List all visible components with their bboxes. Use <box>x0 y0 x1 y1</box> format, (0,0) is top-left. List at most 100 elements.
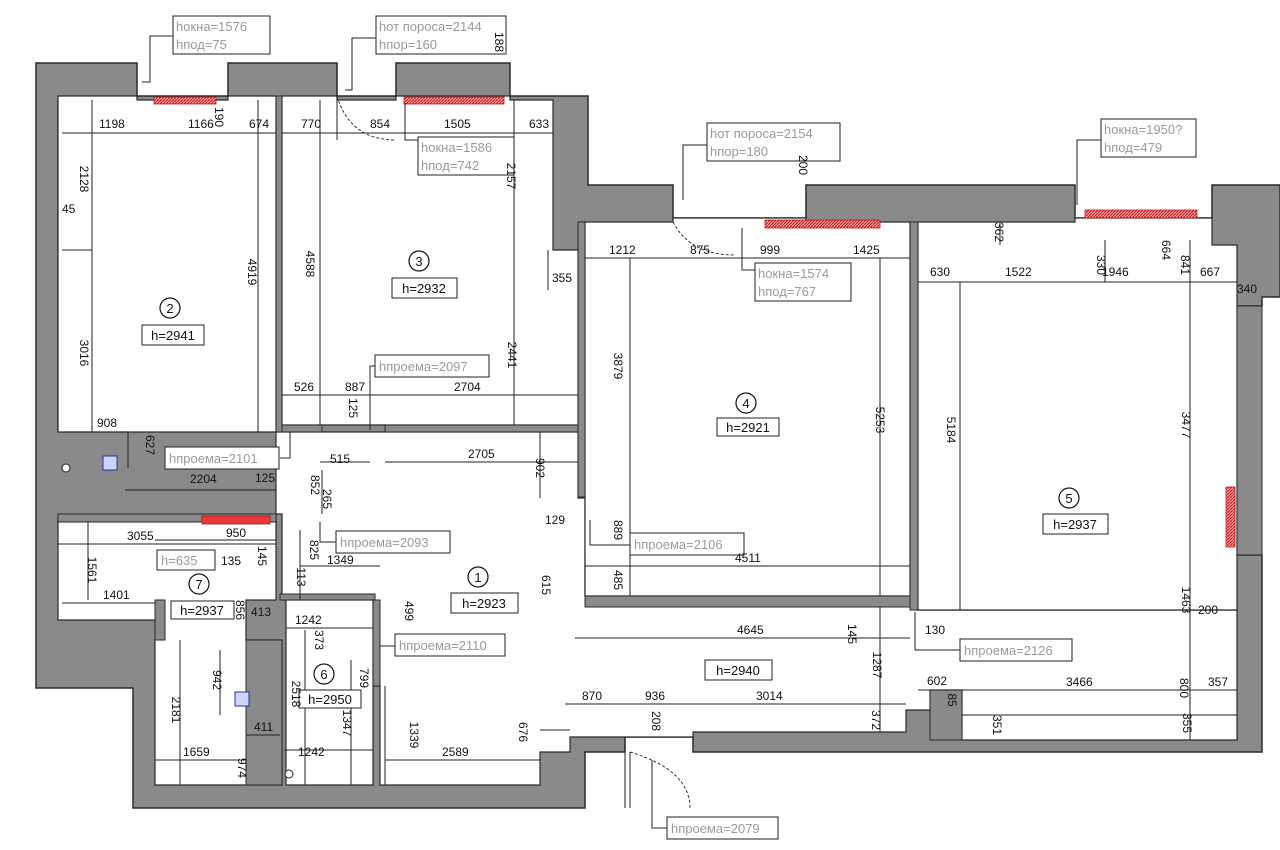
dimension-label: 372 <box>869 710 883 730</box>
dimension-label: 3016 <box>77 340 91 367</box>
radiator-room5-side <box>1225 486 1236 548</box>
dimension-label: 799 <box>357 668 371 688</box>
dimension-label: 125 <box>346 398 360 418</box>
room-number: 5 <box>1065 491 1072 506</box>
dimension-label: 1522 <box>1005 265 1032 279</box>
dimension-label: 3879 <box>611 353 625 380</box>
dimension-label: 1425 <box>853 243 880 257</box>
room-number: 7 <box>195 577 202 592</box>
room-height: h=2937 <box>180 603 224 618</box>
radiator-room4 <box>764 219 881 229</box>
opening-height: hпроема=2106 <box>634 537 723 552</box>
dimension-label: 1463 <box>1179 587 1193 614</box>
dimension-label: 1659 <box>183 745 210 759</box>
dimension-label: 1946 <box>1102 265 1129 279</box>
dimension-label: 602 <box>927 674 947 688</box>
room-number: 1 <box>474 570 481 585</box>
dimension-label: 499 <box>402 601 416 621</box>
dimension-label: 974 <box>235 758 249 778</box>
dimension-label: 2589 <box>442 745 469 759</box>
dimension-label: 2181 <box>169 697 183 724</box>
dimension-label: 854 <box>370 117 390 131</box>
sill-height: hпод=75 <box>176 37 227 52</box>
dimension-label: 145 <box>845 624 859 644</box>
dimension-label: 4588 <box>303 251 317 278</box>
dimension-label: 664 <box>1159 240 1173 260</box>
partitions <box>57 95 1263 786</box>
dimension-label: 2705 <box>468 447 495 461</box>
dimension-label: 856 <box>233 600 247 620</box>
door-height: hот пороса=2154 <box>710 126 813 141</box>
dimension-label: 633 <box>529 117 549 131</box>
dimension-label: 351 <box>990 715 1004 735</box>
dimension-label: 3466 <box>1066 675 1093 689</box>
dimension-label: 1401 <box>103 588 130 602</box>
opening-height: hпроема=2126 <box>964 643 1053 658</box>
dimension-label: 676 <box>516 722 530 742</box>
dimension-label: 1561 <box>85 557 99 584</box>
dimension-label: 515 <box>330 452 350 466</box>
dimension-label: 265 <box>320 489 334 509</box>
dimension-label: 1339 <box>407 722 421 749</box>
dimension-label: 1505 <box>444 117 471 131</box>
dimension-label: 330 <box>1094 255 1108 275</box>
window-height: hокна=1576 <box>176 19 247 34</box>
dimension-label: 413 <box>251 605 271 619</box>
dimension-label: 667 <box>1200 265 1220 279</box>
room-height: h=2923 <box>462 596 506 611</box>
drain-icon <box>61 463 71 473</box>
dimension-label: 200 <box>796 155 810 175</box>
dimension-label: 889 <box>611 520 625 540</box>
dimension-label: 2441 <box>505 342 519 369</box>
room-number: 3 <box>415 254 422 269</box>
dimension-label: 1212 <box>609 243 636 257</box>
room-height: h=2941 <box>151 328 195 343</box>
dimension-label: 411 <box>254 720 273 734</box>
opening-height: hпроема=2101 <box>169 451 258 466</box>
radiators <box>153 96 1236 548</box>
room-height: h=2950 <box>308 692 352 707</box>
dimension-label: 902 <box>533 458 547 478</box>
dimension-label: 113 <box>294 567 308 586</box>
drain-icon <box>284 769 294 779</box>
dimension-label: 485 <box>611 570 625 590</box>
dimension-label: 908 <box>97 416 117 430</box>
dimension-label: 130 <box>925 623 945 637</box>
dimension-label: 942 <box>210 670 224 690</box>
small-height: h=635 <box>161 553 198 568</box>
room-number: 6 <box>320 667 327 682</box>
dimension-label: 373 <box>312 630 326 650</box>
room-height: h=2932 <box>402 281 446 296</box>
dimension-label: 145 <box>255 546 269 566</box>
doors <box>336 63 736 809</box>
opening-height: hпроема=2097 <box>379 359 468 374</box>
dimension-label: 188 <box>492 32 506 52</box>
dimension-label: 674 <box>249 117 269 131</box>
room-number: 4 <box>742 396 749 411</box>
dimension-label: 825 <box>307 540 321 560</box>
door-height: hот пороса=2144 <box>379 19 482 34</box>
room-number: 2 <box>166 301 173 316</box>
dimension-label: 4511 <box>735 551 761 565</box>
dimension-label: 340 <box>1237 282 1257 296</box>
dimension-label: 630 <box>930 265 950 279</box>
dimension-label: 355 <box>1180 713 1194 733</box>
radiator-room2 <box>153 96 217 105</box>
dimension-label: 627 <box>143 435 157 455</box>
dimension-label: 355 <box>552 271 572 285</box>
dimension-label: 45 <box>62 202 76 216</box>
sill-height: hпод=479 <box>1104 140 1162 155</box>
corridor-height: h=2940 <box>716 663 760 678</box>
dimension-label: 2128 <box>77 166 91 193</box>
dimension-label: 5253 <box>873 407 887 434</box>
dimension-label: 1287 <box>870 652 884 679</box>
dimension-label: 1349 <box>327 553 354 567</box>
opening-height: hпроема=2110 <box>399 638 487 653</box>
radiator-room7 <box>201 515 271 525</box>
dimension-label: 1242 <box>295 613 322 627</box>
room-height: h=2921 <box>726 420 770 435</box>
dimension-label: 129 <box>545 513 565 527</box>
sill-height: hпод=767 <box>758 284 816 299</box>
window-height: hокна=1574 <box>758 266 829 281</box>
